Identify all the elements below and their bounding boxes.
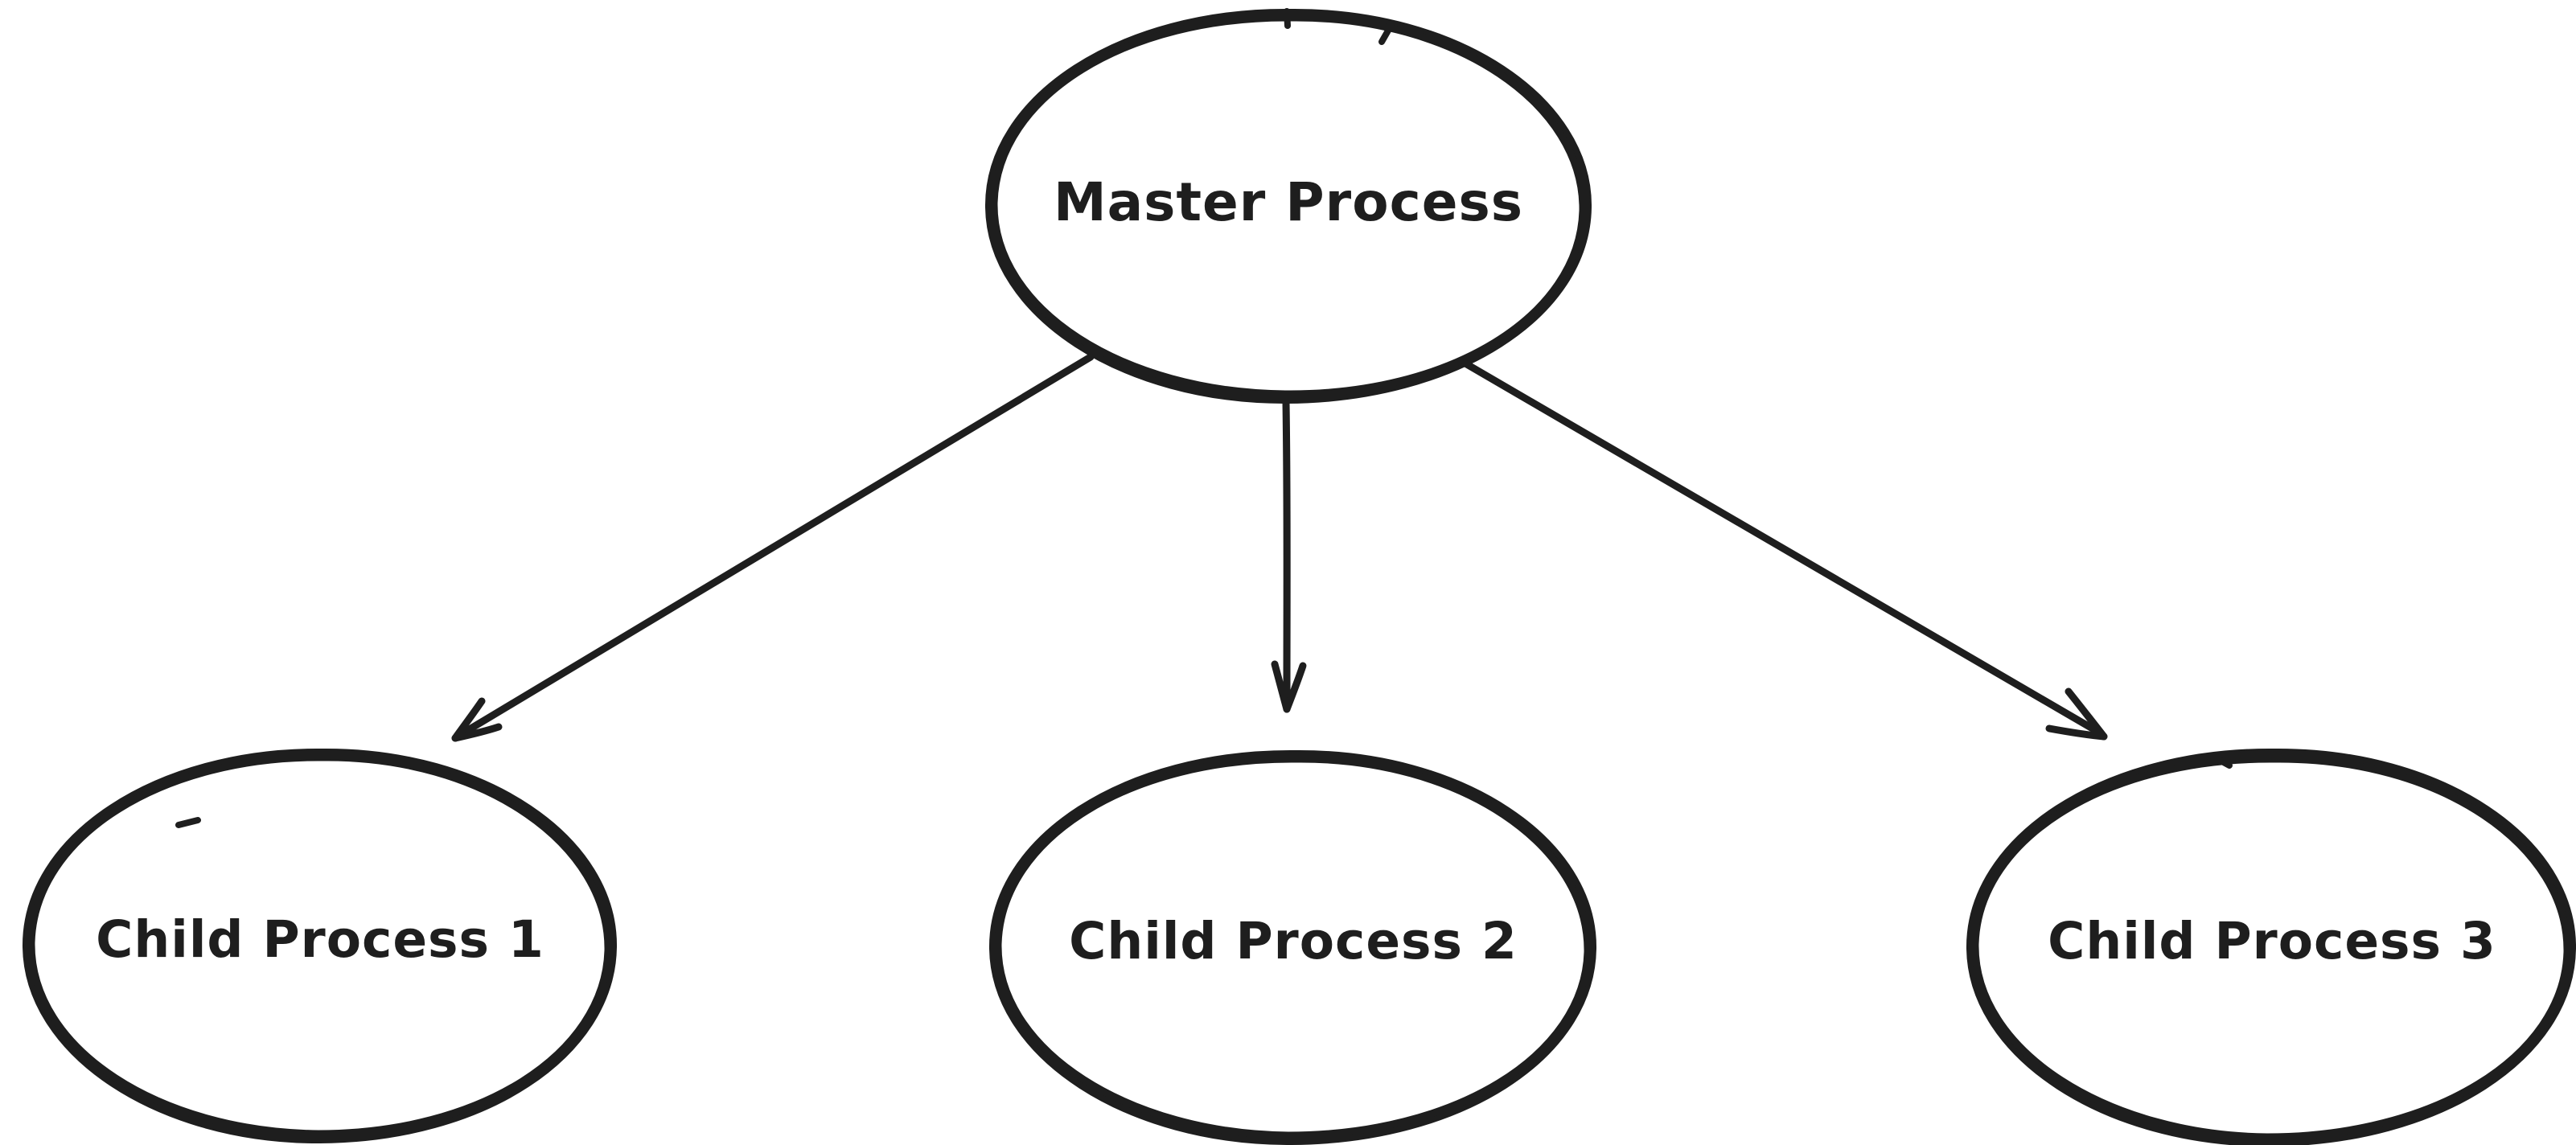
arrow-master-to-child-2 [1271,398,1307,713]
node-child-1-ellipse [22,748,618,1144]
arrow-master-to-child-3 [1461,359,2108,741]
node-child-3-ellipse [1966,748,2576,1145]
node-child-2-label: Child Process 2 [1069,912,1518,971]
node-child-1-label: Child Process 1 [96,910,544,969]
node-master-label: Master Process [1054,171,1523,233]
node-child-3-label: Child Process 3 [2048,912,2496,971]
arrow-master-to-child-1 [451,353,1095,742]
node-child-2-ellipse [988,749,1597,1145]
node-master-ellipse [984,8,1592,404]
